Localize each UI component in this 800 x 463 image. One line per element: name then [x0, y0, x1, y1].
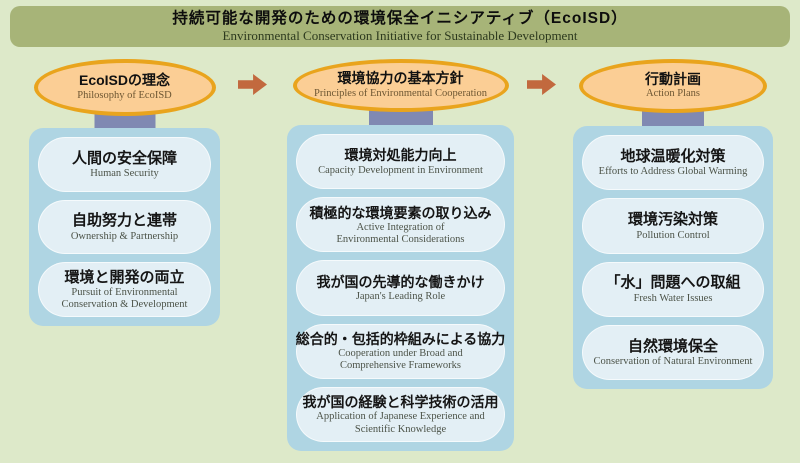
- item-pill: 環境と開発の両立 Pursuit of Environmental Conser…: [38, 262, 211, 318]
- item-japanese: 環境対処能力向上: [344, 147, 457, 164]
- item-japanese: 「水」問題への取組: [605, 274, 741, 292]
- item-pill: 人間の安全保障 Human Security: [38, 137, 211, 192]
- item-pill: 我が国の先導的な働きかけ Japan's Leading Role: [296, 260, 505, 316]
- item-english: Application of Japanese Experience and S…: [316, 411, 485, 435]
- panel-principles: 環境対処能力向上 Capacity Development in Environ…: [287, 125, 514, 451]
- item-pill: 我が国の経験と科学技術の活用 Application of Japanese E…: [296, 386, 505, 443]
- header-oval-action-plans: 行動計画 Action Plans: [579, 59, 767, 113]
- page-title-english: Environmental Conservation Initiative fo…: [222, 28, 578, 44]
- item-pill: 総合的・包括的枠組みによる協力 Cooperation under Broad …: [295, 323, 506, 379]
- item-japanese: 地球温暖化対策: [620, 147, 726, 165]
- item-pill: 自助努力と連帯 Ownership & Partnership: [38, 199, 211, 255]
- item-pill: 環境対処能力向上 Capacity Development in Environ…: [296, 134, 505, 190]
- item-english: Pursuit of Environmental Conservation & …: [61, 287, 188, 311]
- item-english: Pollution Control: [636, 229, 710, 241]
- item-pill: 積極的な環境要素の取り込み Active Integration of Envi…: [296, 197, 505, 253]
- item-pill: 自然環境保全 Conservation of Natural Environme…: [582, 324, 764, 380]
- header-oval-principles: 環境協力の基本方針 Principles of Environmental Co…: [292, 59, 509, 112]
- item-english: Japan's Leading Role: [355, 291, 446, 303]
- item-english: Fresh Water Issues: [633, 292, 713, 304]
- flow-arrow-right-icon: [238, 74, 267, 95]
- item-english: Cooperation under Broad and Comprehensiv…: [338, 348, 463, 372]
- item-japanese: 環境汚染対策: [627, 211, 718, 229]
- column-action-plans: 行動計画 Action Plans 地球温暖化対策 Efforts to Add…: [573, 59, 773, 389]
- flow-arrow-right-icon: [527, 74, 556, 95]
- header-english: Action Plans: [646, 88, 700, 100]
- item-english: Conservation of Natural Environment: [593, 356, 753, 368]
- item-english: Human Security: [90, 168, 159, 180]
- item-english: Ownership & Partnership: [70, 230, 179, 242]
- item-japanese: 積極的な環境要素の取り込み: [309, 204, 492, 221]
- header-japanese: EcoISDの理念: [78, 72, 170, 89]
- header-japanese: 環境協力の基本方針: [337, 70, 464, 87]
- header-english: Philosophy of EcoISD: [77, 89, 172, 101]
- header-oval-philosophy: EcoISDの理念 Philosophy of EcoISD: [33, 59, 216, 116]
- item-english: Capacity Development in Environment: [318, 164, 483, 176]
- panel-philosophy: 人間の安全保障 Human Security 自助努力と連帯 Ownership…: [29, 128, 220, 326]
- item-english: Active Integration of Environmental Cons…: [336, 221, 465, 245]
- column-principles: 環境協力の基本方針 Principles of Environmental Co…: [287, 59, 514, 451]
- item-japanese: 人間の安全保障: [71, 149, 177, 167]
- item-japanese: 我が国の先導的な働きかけ: [316, 273, 485, 290]
- page-title-japanese: 持続可能な開発のための環境保全イニシアティブ（EcoISD）: [172, 10, 628, 27]
- item-pill: 地球温暖化対策 Efforts to Address Global Warmin…: [582, 135, 764, 191]
- title-banner: 持続可能な開発のための環境保全イニシアティブ（EcoISD） Environme…: [10, 6, 790, 47]
- item-english: Efforts to Address Global Warming: [598, 166, 748, 178]
- item-japanese: 自然環境保全: [627, 337, 718, 355]
- item-japanese: 環境と開発の両立: [64, 268, 185, 286]
- header-english: Principles of Environmental Cooperation: [314, 87, 487, 99]
- item-japanese: 自助努力と連帯: [71, 212, 177, 230]
- column-philosophy: EcoISDの理念 Philosophy of EcoISD 人間の安全保障 H…: [29, 59, 220, 326]
- item-japanese: 我が国の経験と科学技術の活用: [302, 394, 499, 411]
- panel-action-plans: 地球温暖化対策 Efforts to Address Global Warmin…: [573, 126, 773, 389]
- item-pill: 環境汚染対策 Pollution Control: [582, 198, 764, 254]
- item-pill: 「水」問題への取組 Fresh Water Issues: [582, 261, 764, 317]
- item-japanese: 総合的・包括的枠組みによる協力: [295, 331, 506, 348]
- header-japanese: 行動計画: [645, 70, 701, 87]
